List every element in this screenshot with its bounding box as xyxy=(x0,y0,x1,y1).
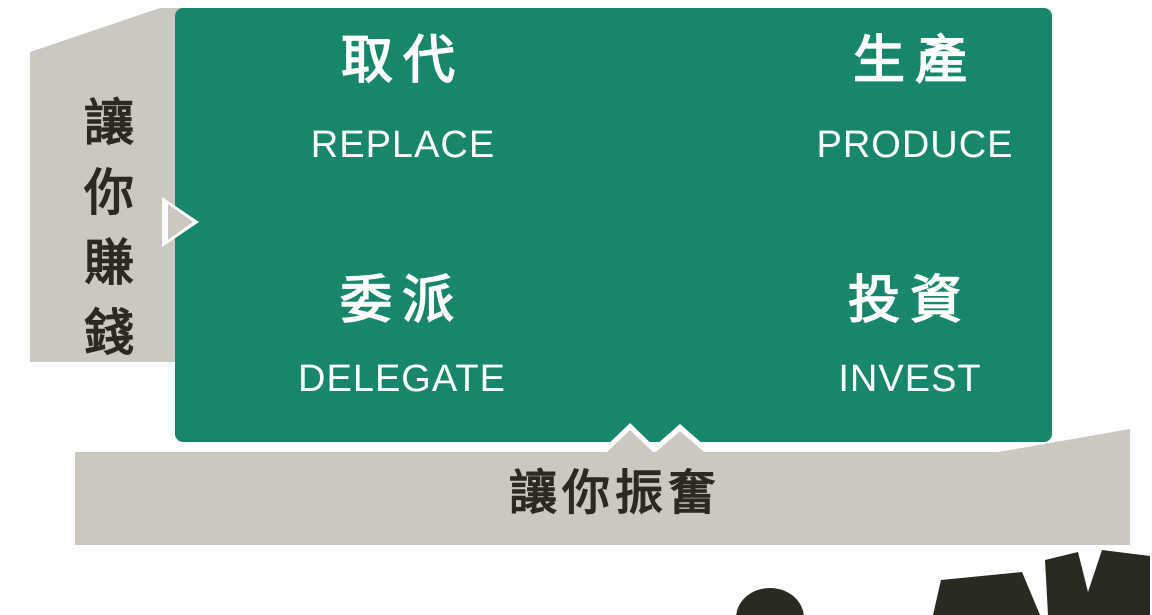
quadrant-delegate-zh: 委派 xyxy=(339,272,465,330)
quadrant-delegate-en: DELEGATE xyxy=(298,357,506,400)
matrix-panel xyxy=(175,8,1052,442)
y-axis-arrow-tip-icon xyxy=(162,197,199,247)
quadrant-replace-zh: 取代 xyxy=(340,32,465,90)
quadrant-replace-en: REPLACE xyxy=(310,123,496,166)
quadrant-invest-en: INVEST xyxy=(838,357,982,400)
x-axis-label: 讓你振奮 xyxy=(508,467,722,520)
x-axis-band xyxy=(75,429,1130,545)
quadrant-produce-zh: 生產 xyxy=(852,32,977,90)
quadrant-delegate: 委派 DELEGATE xyxy=(298,272,506,401)
quadrant-invest: 投資 INVEST xyxy=(838,272,981,401)
quadrant-invest-zh: 投資 xyxy=(847,272,972,330)
quadrant-replace: 取代 REPLACE xyxy=(311,32,495,167)
x-axis-arrow-tips-icon xyxy=(600,423,712,452)
quadrant-produce: 生產 PRODUCE xyxy=(816,32,1013,167)
cropped-bottom-artwork xyxy=(736,550,1150,615)
y-axis-band xyxy=(30,8,184,362)
y-axis-label: 讓你賺錢 xyxy=(77,96,133,376)
quadrant-produce-en: PRODUCE xyxy=(816,123,1014,166)
